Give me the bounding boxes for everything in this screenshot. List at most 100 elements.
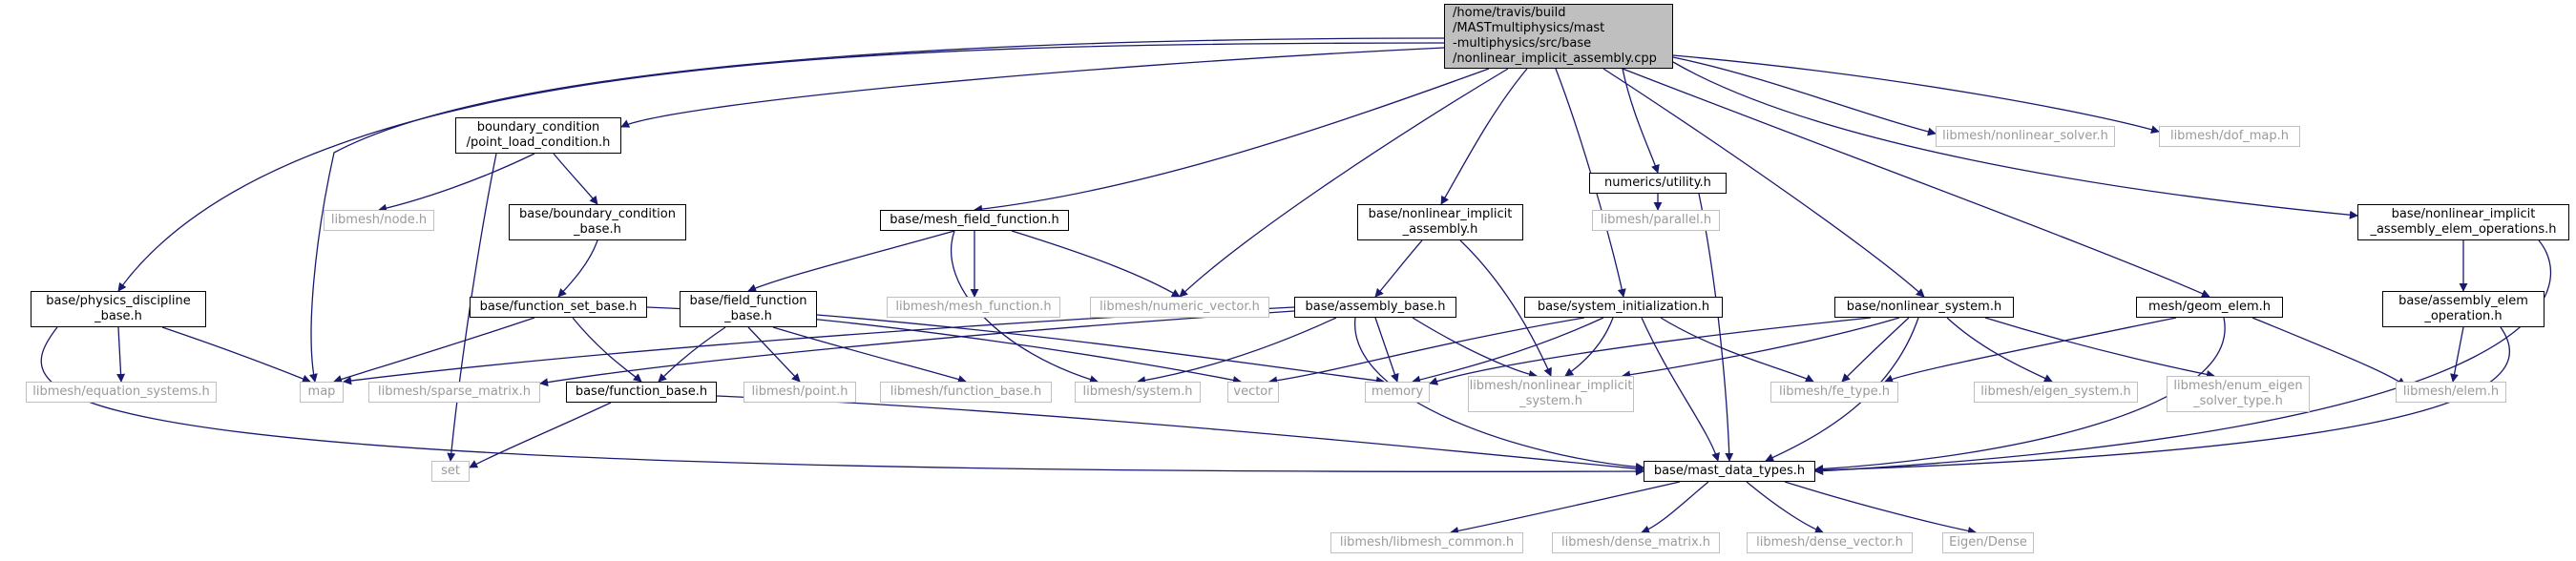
node-libmesh-equation-systems[interactable]: libmesh/equation_systems.h [26, 382, 217, 403]
node-libmesh-common[interactable]: libmesh/libmesh_common.h [1330, 532, 1523, 553]
node-libmesh-nonlinear-solver[interactable]: libmesh/nonlinear_solver.h [1936, 126, 2115, 147]
node-root-file: /home/travis/build /MASTmultiphysics/mas… [1444, 4, 1673, 69]
node-libmesh-dof-map[interactable]: libmesh/dof_map.h [2159, 126, 2300, 147]
node-assembly-elem-operation[interactable]: base/assembly_elem _operation.h [2382, 291, 2545, 327]
node-libmesh-mesh-function[interactable]: libmesh/mesh_function.h [887, 297, 1060, 318]
node-libmesh-point[interactable]: libmesh/point.h [743, 382, 856, 403]
edge-from-mesh-field-function [1011, 230, 1181, 298]
edge-from-nonlinear-system [1622, 317, 1900, 380]
edge-from-root [1672, 61, 2358, 219]
edge-from-nl-implicit-assembly [1459, 239, 1552, 377]
edge-from-bc-point-load [553, 153, 598, 205]
edge-from-bc-base [557, 239, 598, 298]
edge-from-assembly-base [343, 306, 1295, 385]
node-libmesh-function-base[interactable]: libmesh/function_base.h [880, 382, 1052, 403]
edge-from-system-initialization [1641, 317, 1720, 462]
edge-from-assembly-base [1137, 317, 1337, 385]
node-eigen-dense[interactable]: Eigen/Dense [1942, 532, 2034, 553]
edge-from-geom-elem [1814, 317, 2226, 474]
edge-from-function-base [716, 395, 1644, 473]
edge-from-physics-discipline-base [116, 326, 126, 383]
node-memory[interactable]: memory [1365, 382, 1430, 403]
edge-from-system-initialization [1268, 317, 1585, 385]
edge-from-assembly-elem-operation [1814, 326, 2511, 475]
edge-from-mast-data-types [1450, 481, 1681, 535]
edge-from-physics-discipline-base [40, 326, 1644, 476]
edge-from-function-base [469, 402, 612, 468]
node-libmesh-node[interactable]: libmesh/node.h [324, 210, 434, 231]
edge-from-assembly-base [1374, 317, 1399, 383]
edge-from-physics-discipline-base [161, 326, 311, 384]
node-libmesh-eigen-system[interactable]: libmesh/eigen_system.h [1974, 382, 2138, 403]
edge-from-mesh-field-function [747, 230, 955, 293]
node-libmesh-dense-matrix[interactable]: libmesh/dense_matrix.h [1552, 532, 1720, 553]
edge-from-bc-point-load [447, 153, 497, 462]
node-nl-implicit-assembly[interactable]: base/nonlinear_implicit _assembly.h [1357, 204, 1523, 240]
edge-from-system-initialization [1660, 317, 1814, 383]
edge-from-mast-data-types [1746, 481, 1824, 534]
node-libmesh-system[interactable]: libmesh/system.h [1075, 382, 1201, 403]
edge-from-field-function-base [658, 326, 726, 383]
node-libmesh-elem[interactable]: libmesh/elem.h [2396, 382, 2506, 403]
node-libmesh-enum-eigen-solver-type[interactable]: libmesh/enum_eigen _solver_type.h [2167, 376, 2310, 412]
edge-from-root [1179, 68, 1509, 298]
edge-from-system-initialization [1564, 317, 1614, 377]
node-assembly-base[interactable]: base/assembly_base.h [1294, 297, 1456, 318]
edge-from-nonlinear-system [1429, 317, 1872, 385]
node-system-initialization[interactable]: base/system_initialization.h [1524, 297, 1723, 318]
node-numerics-utility[interactable]: numerics/utility.h [1589, 173, 1727, 194]
edge-from-field-function-base [816, 314, 1385, 385]
edge-from-root [974, 68, 1490, 214]
node-nonlinear-system[interactable]: base/nonlinear_system.h [1834, 297, 2014, 318]
edge-from-nonlinear-system [1984, 317, 2215, 379]
edge-from-function-set-base [572, 317, 642, 383]
edge-from-function-set-base [333, 317, 535, 384]
edge-from-assembly-base [539, 310, 1295, 387]
node-libmesh-parallel[interactable]: libmesh/parallel.h [1592, 210, 1720, 231]
node-function-set-base[interactable]: base/function_set_base.h [470, 297, 647, 318]
node-libmesh-sparse-matrix[interactable]: libmesh/sparse_matrix.h [368, 382, 540, 403]
edge-from-root [1602, 68, 1925, 298]
edge-from-root [1622, 68, 2210, 298]
node-geom-elem[interactable]: mesh/geom_elem.h [2136, 297, 2283, 318]
node-bc-base[interactable]: base/boundary_condition _base.h [509, 204, 686, 240]
edge-from-numerics-utility [1698, 193, 1734, 462]
node-map[interactable]: map [300, 382, 344, 403]
edge-from-root [1440, 68, 1528, 205]
node-vector[interactable]: vector [1227, 382, 1279, 403]
edge-from-root [1672, 54, 2160, 135]
edge-from-nl-implicit-assembly-elem-ops [1814, 239, 2552, 476]
edge-from-nonlinear-system [1946, 317, 2053, 383]
edge-from-geom-elem [1884, 317, 2177, 384]
edge-from-root [309, 37, 1445, 383]
node-mesh-field-function[interactable]: base/mesh_field_function.h [880, 210, 1069, 231]
node-function-base[interactable]: base/function_base.h [566, 382, 717, 403]
edge-from-root [1672, 56, 1937, 136]
edge-from-mast-data-types [1641, 481, 1709, 534]
node-libmesh-dense-vector[interactable]: libmesh/dense_vector.h [1747, 532, 1913, 553]
edge-from-bc-point-load [378, 153, 535, 213]
node-set[interactable]: set [431, 461, 470, 482]
node-physics-discipline-base[interactable]: base/physics_discipline _base.h [31, 291, 206, 327]
edge-from-root [117, 42, 1445, 292]
edge-from-nonlinear-system [1841, 317, 1910, 383]
edge-from-nl-implicit-assembly [1374, 239, 1423, 298]
edge-from-field-function-base [772, 326, 967, 384]
node-libmesh-nl-implicit-system[interactable]: libmesh/nonlinear_implicit _system.h [1468, 376, 1634, 412]
edge-from-geom-elem [2251, 317, 2406, 386]
node-field-function-base[interactable]: base/field_function _base.h [680, 291, 817, 327]
edge-from-mast-data-types [1784, 481, 1977, 535]
edge-from-assembly-base [1354, 317, 1644, 471]
edge-from-nonlinear-system [1765, 317, 1919, 462]
edge-from-root [620, 47, 1445, 128]
node-libmesh-fe-type[interactable]: libmesh/fe_type.h [1770, 382, 1898, 403]
node-nl-implicit-assembly-elem-ops[interactable]: base/nonlinear_implicit _assembly_elem_o… [2357, 204, 2569, 240]
edge-from-system-initialization [1412, 317, 1604, 384]
edge-from-assembly-base [1412, 317, 1538, 379]
node-libmesh-numeric-vector[interactable]: libmesh/numeric_vector.h [1090, 297, 1269, 318]
node-mast-data-types[interactable]: base/mast_data_types.h [1644, 461, 1815, 482]
node-bc-point-load[interactable]: boundary_condition /point_load_condition… [455, 117, 621, 154]
edge-from-assembly-elem-operation [2450, 326, 2464, 383]
